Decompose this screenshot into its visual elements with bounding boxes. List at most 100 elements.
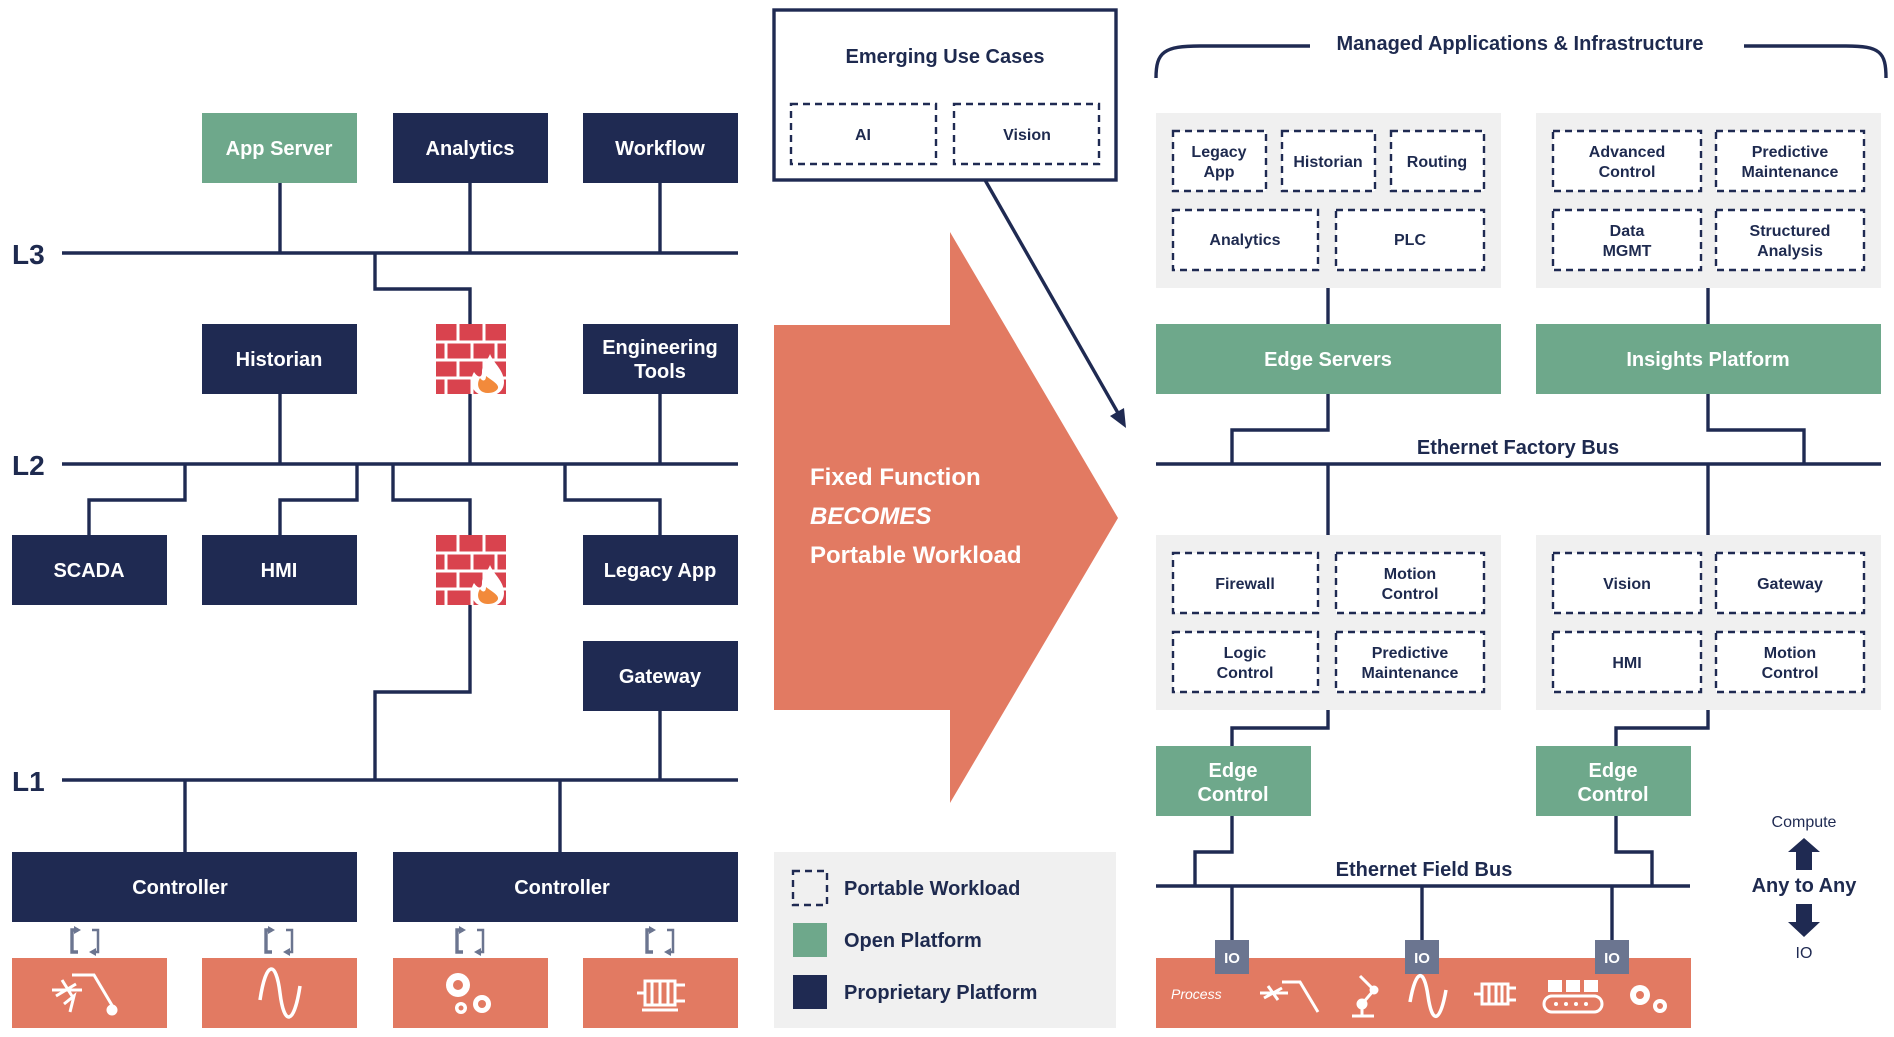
legacy-app-box[interactable] <box>583 535 738 605</box>
gateway-label: Gateway <box>619 666 702 688</box>
workload-motion-control[interactable] <box>1334 551 1486 615</box>
edge-control-box-2[interactable] <box>1536 746 1691 816</box>
workload-label: Predictive <box>1372 645 1449 662</box>
any-to-any-label: Any to Any <box>1752 875 1858 897</box>
firewall-icon <box>434 322 508 398</box>
app-server-label: App Server <box>226 138 333 160</box>
workload-label: Analytics <box>1209 232 1280 249</box>
process-label: Process <box>1171 986 1222 1002</box>
vision-workload[interactable] <box>952 102 1101 166</box>
controller-box-2[interactable] <box>393 852 738 922</box>
controller-box-1[interactable] <box>12 852 357 922</box>
sine-wave-icon <box>1408 974 1448 1018</box>
workload-label: HMI <box>1612 655 1641 672</box>
ai-workload[interactable] <box>789 102 938 166</box>
workload-gateway[interactable] <box>1714 551 1866 615</box>
workload-predictive-maintenance[interactable] <box>1714 129 1866 193</box>
workflow-label: Workflow <box>615 138 705 160</box>
cycle-arrows-icon <box>70 924 100 958</box>
workload-label: Control <box>1217 665 1274 682</box>
workload-label: PLC <box>1394 232 1426 249</box>
workload-label: Motion <box>1764 645 1816 662</box>
header-brace-left <box>1154 44 1310 79</box>
workload-plc[interactable] <box>1334 208 1486 272</box>
conveyor-icon <box>1542 980 1604 1014</box>
workload-label: Advanced <box>1589 144 1665 161</box>
engineering-tools-label-1: Engineering <box>602 337 718 359</box>
edge-control-box-1[interactable] <box>1156 746 1311 816</box>
cycle-arrows-icon <box>455 924 485 958</box>
analytics-box[interactable] <box>393 113 548 183</box>
workload-predictive-maintenance-2[interactable] <box>1334 630 1486 694</box>
historian-box[interactable] <box>202 324 357 394</box>
edge-servers-box[interactable] <box>1156 324 1501 394</box>
device-tile-sine <box>202 958 357 1028</box>
legacy-app-label: Legacy App <box>604 560 717 582</box>
legend-portable-label: Portable Workload <box>844 878 1020 900</box>
workload-motion-control-2[interactable] <box>1714 630 1866 694</box>
cycle-arrows-icon <box>264 924 294 958</box>
controller-label-2: Controller <box>514 877 610 899</box>
emerging-arrow <box>983 179 1124 421</box>
insights-platform-label: Insights Platform <box>1626 349 1789 371</box>
gears-icon <box>1630 985 1667 1013</box>
motor-icon <box>1474 982 1516 1006</box>
workload-advanced-control[interactable] <box>1551 129 1703 193</box>
workload-historian[interactable] <box>1280 129 1377 193</box>
arrow-down-icon <box>1788 904 1820 937</box>
legend-proprietary-label: Proprietary Platform <box>844 982 1037 1004</box>
workload-structured-analysis[interactable] <box>1714 208 1866 272</box>
workload-label: Legacy <box>1191 144 1246 161</box>
workload-label: Vision <box>1603 576 1651 593</box>
ai-label: AI <box>855 127 871 144</box>
workload-firewall[interactable] <box>1171 551 1320 615</box>
device-tile-gears <box>393 958 548 1028</box>
factory-bus-label: Ethernet Factory Bus <box>1417 437 1619 459</box>
workflow-box[interactable] <box>583 113 738 183</box>
io-module-2 <box>1405 940 1439 974</box>
compute-label: Compute <box>1772 814 1837 831</box>
hmi-box[interactable] <box>202 535 357 605</box>
arrow-text-line-2: BECOMES <box>810 503 931 530</box>
cycle-arrows-icon <box>645 924 675 958</box>
level-label-l3: L3 <box>12 239 45 270</box>
workload-analytics[interactable] <box>1171 208 1320 272</box>
workload-hmi[interactable] <box>1551 630 1703 694</box>
workload-vision[interactable] <box>1551 551 1703 615</box>
device-tile-welder <box>12 958 167 1028</box>
io-label: IO <box>1604 950 1620 967</box>
firewall-icon <box>434 533 508 609</box>
managed-apps-header: Managed Applications & Infrastructure <box>1336 33 1703 55</box>
emerging-title: Emerging Use Cases <box>846 46 1045 68</box>
workload-data-mgmt[interactable] <box>1551 208 1703 272</box>
hmi-label: HMI <box>261 560 298 582</box>
gateway-box[interactable] <box>583 641 738 711</box>
insights-platform-box[interactable] <box>1536 324 1881 394</box>
vision-label: Vision <box>1003 127 1051 144</box>
workload-label: Motion <box>1384 566 1436 583</box>
workload-label: Analysis <box>1757 243 1823 260</box>
workload-label: Data <box>1610 223 1645 240</box>
engineering-tools-box[interactable] <box>583 324 738 394</box>
workload-routing[interactable] <box>1389 129 1486 193</box>
workload-label: Structured <box>1750 223 1831 240</box>
workload-label: Gateway <box>1757 576 1823 593</box>
workload-label: Control <box>1762 665 1819 682</box>
io-bottom-label: IO <box>1796 945 1813 962</box>
workload-label: App <box>1203 164 1234 181</box>
level-label-l1: L1 <box>12 766 45 797</box>
workload-label: MGMT <box>1603 243 1652 260</box>
legend-panel <box>774 852 1116 1028</box>
scada-label: SCADA <box>53 560 124 582</box>
workload-legacy-app[interactable] <box>1171 129 1268 193</box>
arrow-head-icon <box>1110 408 1126 428</box>
workload-logic-control[interactable] <box>1171 630 1320 694</box>
app-server-box[interactable] <box>202 113 357 183</box>
scada-box[interactable] <box>12 535 167 605</box>
arrow-text-line-1: Fixed Function <box>810 464 981 491</box>
workload-label: Control <box>1382 586 1439 603</box>
device-tile-motor <box>583 958 738 1028</box>
field-bus-label: Ethernet Field Bus <box>1336 859 1513 881</box>
workload-label: Logic <box>1224 645 1267 662</box>
legend-swatch-portable <box>791 869 829 907</box>
